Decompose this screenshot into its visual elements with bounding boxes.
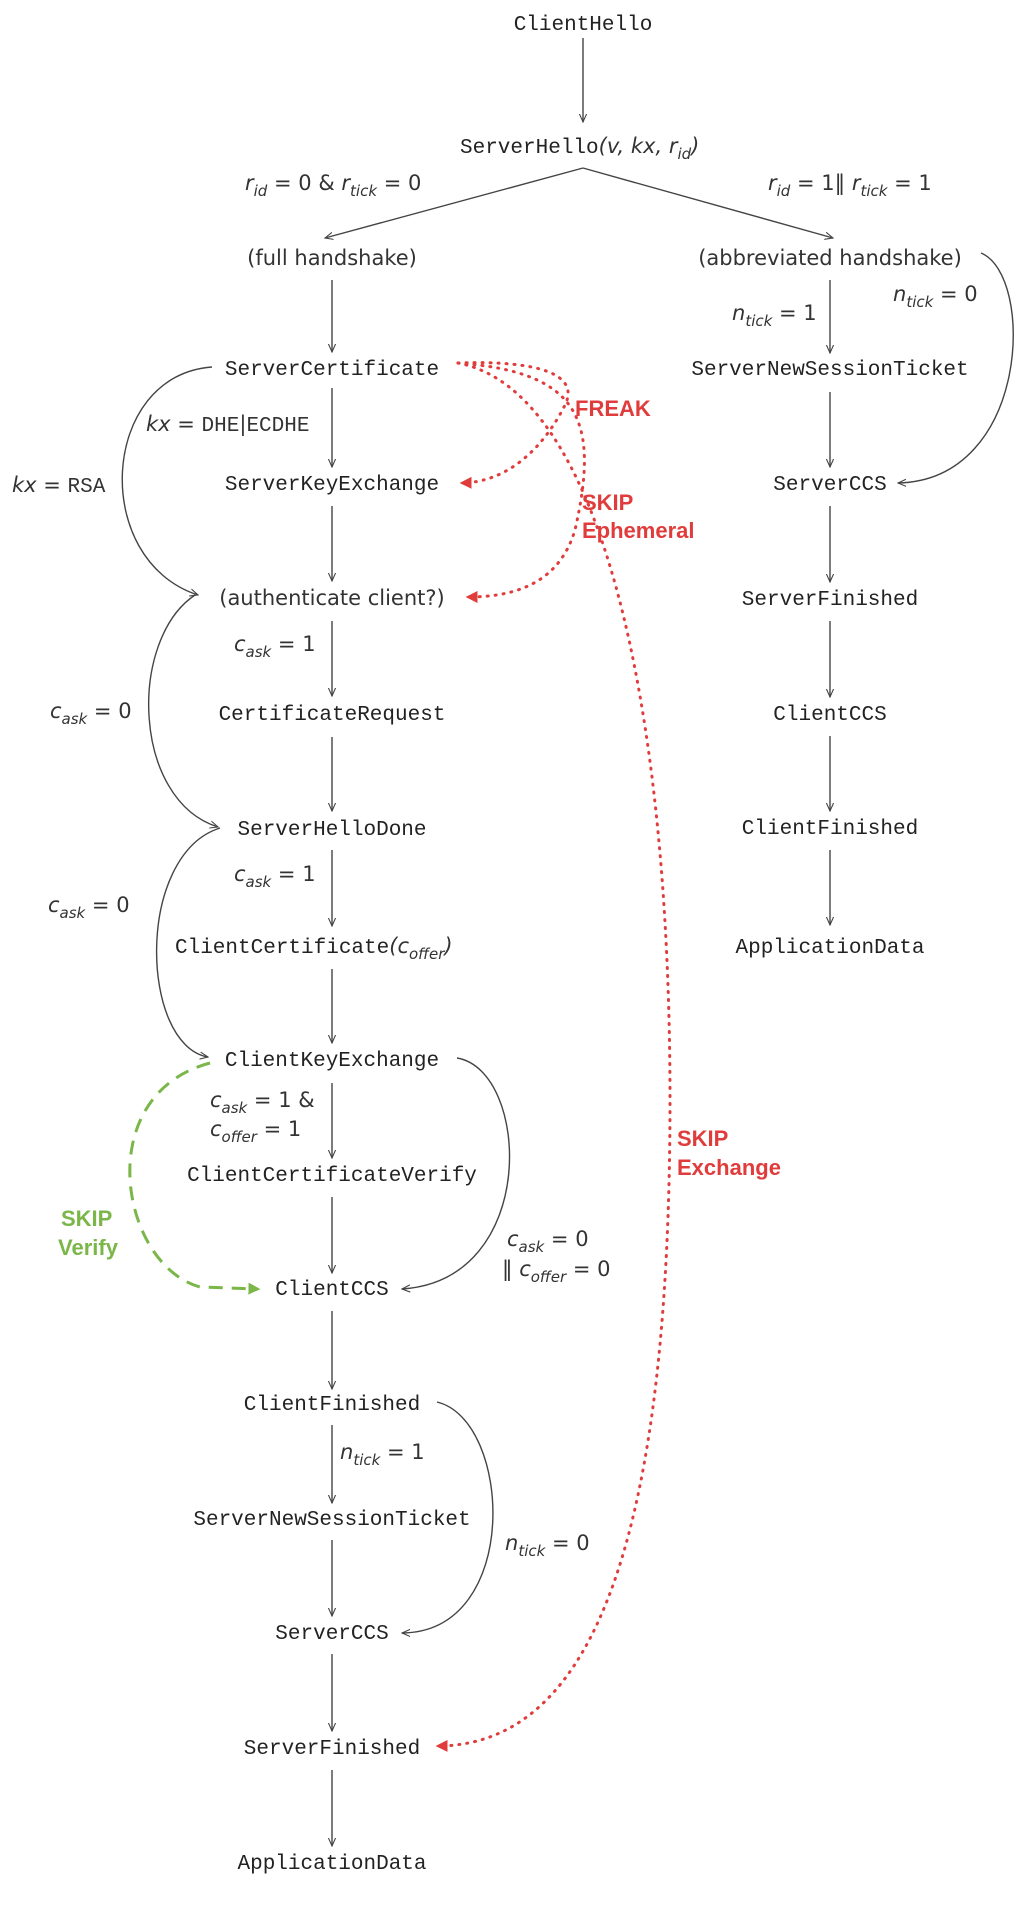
client-certificate-label: ClientCertificate [175,937,389,960]
edge-clientfinished-skip-ticket [402,1401,494,1633]
node-abbr-application-data: ApplicationData [735,937,924,960]
node-abbr-client-finished: ClientFinished [742,818,918,841]
cond-kx-dhe-ecdhe: kx = DHE|ECDHE [146,412,309,438]
client-certificate-param-open: (c [389,934,409,958]
cond-ntick-1-bottom: ntick = 1 [340,1440,425,1469]
node-abbr-server-new-session-ticket: ServerNewSessionTicket [691,359,968,382]
attack-label-skip-exchange-line2: Exchange [677,1155,781,1180]
node-client-key-exchange: ClientKeyExchange [225,1050,439,1073]
freak-attack-path [456,361,570,489]
node-authenticate-client: (authenticate client?) [219,586,444,610]
condition-labels: rid = 0 & rtick = 0 rid = 1‖ rtick = 1 n… [12,171,978,1560]
edges [121,38,1014,1846]
attack-paths [128,361,672,1752]
cond-ntick-0-bottom: ntick = 0 [505,1531,590,1560]
server-hello-label: ServerHello [460,137,599,160]
node-abbr-client-ccs: ClientCCS [773,704,886,727]
edge-cask0-skip-certificaterequest [148,594,218,827]
node-server-finished: ServerFinished [244,1738,420,1761]
node-full-handshake: (full handshake) [247,246,417,270]
node-client-finished: ClientFinished [244,1394,420,1417]
node-server-key-exchange: ServerKeyExchange [225,474,439,497]
edge-cask0-skip-clientcertificate [155,827,221,1057]
cond-cask-1-and-coffer-1: cask = 1 & coffer = 1 [210,1088,321,1146]
state-nodes: ClientHello ServerHello(v, kx, rid) (ful… [175,14,969,1876]
cond-abbr-ntick-0: ntick = 0 [893,282,978,311]
cond-cask-0-skip-request: cask = 0 [50,699,132,728]
node-application-data: ApplicationData [237,1853,426,1876]
skip-ephemeral-attack-path [456,361,586,603]
attack-label-skip-verify-line2: Verify [58,1235,119,1260]
node-abbr-server-ccs: ServerCCS [773,474,886,497]
cond-cask-0-or-coffer-0: cask = 0 ‖ coffer = 0 [502,1227,610,1286]
attack-label-skip-ephemeral-line2: Ephemeral [582,518,695,543]
cond-cask-0-skip-client-certificate: cask = 0 [48,893,130,922]
node-server-ccs: ServerCCS [275,1623,388,1646]
cond-abbr-ntick-1: ntick = 1 [732,301,817,330]
server-hello-params: (v, kx, r [599,134,679,158]
skip-exchange-attack-path [435,361,672,1752]
node-server-hello-done: ServerHelloDone [237,819,426,842]
server-hello-params-sub: id [677,145,691,163]
node-abbr-server-finished: ServerFinished [742,589,918,612]
node-client-hello: ClientHello [514,14,653,37]
cond-full-handshake: rid = 0 & rtick = 0 [245,171,421,200]
edge-abbr-skip-ticket [898,252,1014,483]
node-client-certificate-verify: ClientCertificateVerify [187,1165,477,1188]
edge-rsa-skip-keyexchange [121,366,213,595]
skip-verify-attack-path [128,1061,261,1295]
attack-label-skip-exchange-line1: SKIP [677,1126,728,1151]
edge-serverhello-abbreviated [582,167,833,238]
edge-clientkeyexchange-skip-verify [402,1057,511,1289]
cond-abbreviated-handshake: rid = 1‖ rtick = 1 [768,171,932,200]
cond-kx-rsa: kx = RSA [12,473,106,499]
server-hello-params-close: ) [689,134,699,158]
client-certificate-param-close: ) [442,934,452,958]
attack-label-skip-verify-line1: SKIP [61,1206,112,1231]
attack-labels: FREAK SKIP Ephemeral SKIP Exchange SKIP … [58,396,781,1260]
cond-cask-1-certificate-request: cask = 1 [234,632,316,661]
node-server-hello: ServerHello(v, kx, rid) [460,134,699,163]
cond-cask-1-client-certificate: cask = 1 [234,862,316,891]
node-server-new-session-ticket: ServerNewSessionTicket [193,1509,470,1532]
attack-label-skip-ephemeral-line1: SKIP [582,490,633,515]
edge-serverhello-full [325,167,584,238]
attack-label-freak: FREAK [575,396,651,421]
node-client-ccs: ClientCCS [275,1279,388,1302]
node-abbreviated-handshake: (abbreviated handshake) [698,246,962,270]
node-server-certificate: ServerCertificate [225,359,439,382]
client-certificate-param-sub: offer [409,945,445,963]
node-certificate-request: CertificateRequest [219,704,446,727]
node-client-certificate: ClientCertificate(coffer) [175,934,453,963]
